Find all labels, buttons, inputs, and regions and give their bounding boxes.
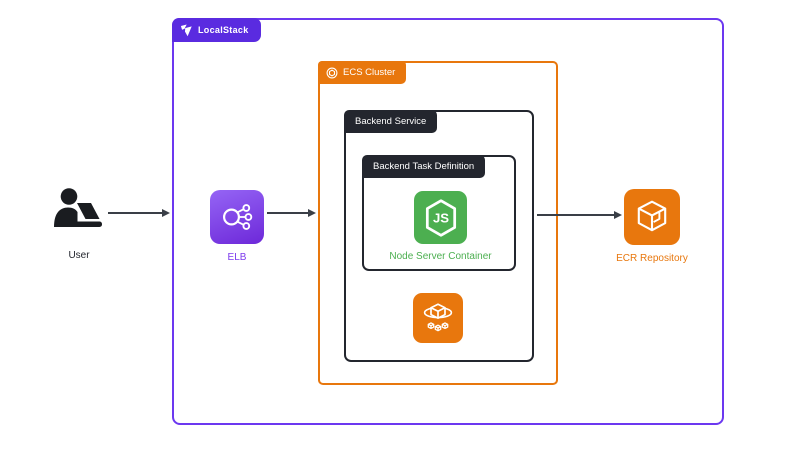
arrow-user-to-localstack bbox=[108, 209, 170, 217]
ecr-cube-icon bbox=[624, 189, 680, 245]
nodejs-js-letters: JS bbox=[432, 210, 448, 225]
backend-service-badge: Backend Service bbox=[344, 110, 438, 133]
localstack-container-box bbox=[172, 18, 724, 425]
backend-task-definition-badge: Backend Task Definition bbox=[362, 155, 486, 178]
backend-task-definition-badge-label: Backend Task Definition bbox=[373, 161, 475, 172]
backend-service-badge-label: Backend Service bbox=[355, 116, 427, 127]
ecs-cluster-box bbox=[318, 61, 558, 385]
backend-service-box bbox=[344, 110, 534, 362]
elb-icon bbox=[210, 190, 264, 244]
localstack-logo-icon bbox=[180, 24, 193, 37]
ecs-cluster-badge-label: ECS Cluster bbox=[343, 67, 396, 78]
localstack-badge: LocalStack bbox=[172, 18, 261, 42]
ecs-cluster-icon bbox=[326, 67, 338, 79]
ecs-service-cube-icon bbox=[413, 293, 463, 343]
nodejs-hexagon-icon: JS bbox=[414, 191, 467, 244]
ecr-repository-label: ECR Repository bbox=[616, 253, 688, 264]
user-label: User bbox=[68, 250, 90, 261]
ecs-cluster-badge: ECS Cluster bbox=[318, 61, 407, 84]
arrow-backend-service-to-ecr bbox=[537, 211, 622, 219]
arrow-elb-to-ecs-cluster bbox=[267, 209, 316, 217]
localstack-badge-label: LocalStack bbox=[198, 25, 249, 35]
user-at-laptop-icon bbox=[52, 187, 106, 235]
node-server-container-label: Node Server Container bbox=[389, 251, 492, 262]
elb-label: ELB bbox=[227, 252, 247, 263]
